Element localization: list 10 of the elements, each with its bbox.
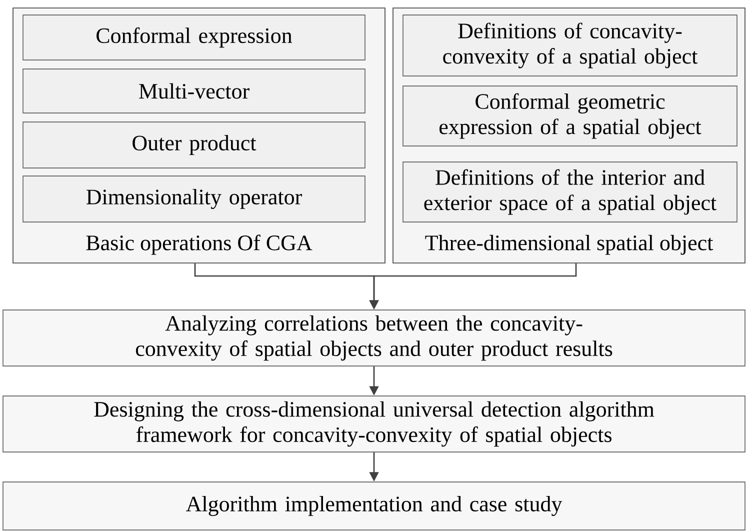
process-box: Conformal expression (22, 14, 366, 60)
process-box: Analyzing correlations between the concavity-convexity of spatial objects and outer product results (2, 310, 746, 366)
process-box: Definitions of the interior and exterior space of a spatial object (402, 162, 738, 222)
process-box: Outer product (22, 122, 366, 168)
process-box: Multi-vector (22, 68, 366, 114)
process-box: Dimensionality operator (22, 176, 366, 222)
process-box: Algorithm implementation and case study (2, 482, 746, 530)
process-box: Designing the cross-dimensional universal detection algorithm framework for concavity-convexity of spatial objects (2, 396, 746, 452)
process-box: Conformal geometric expression of a spatial object (402, 86, 738, 146)
process-box: Definitions of concavity-convexity of a spatial object (402, 14, 738, 76)
